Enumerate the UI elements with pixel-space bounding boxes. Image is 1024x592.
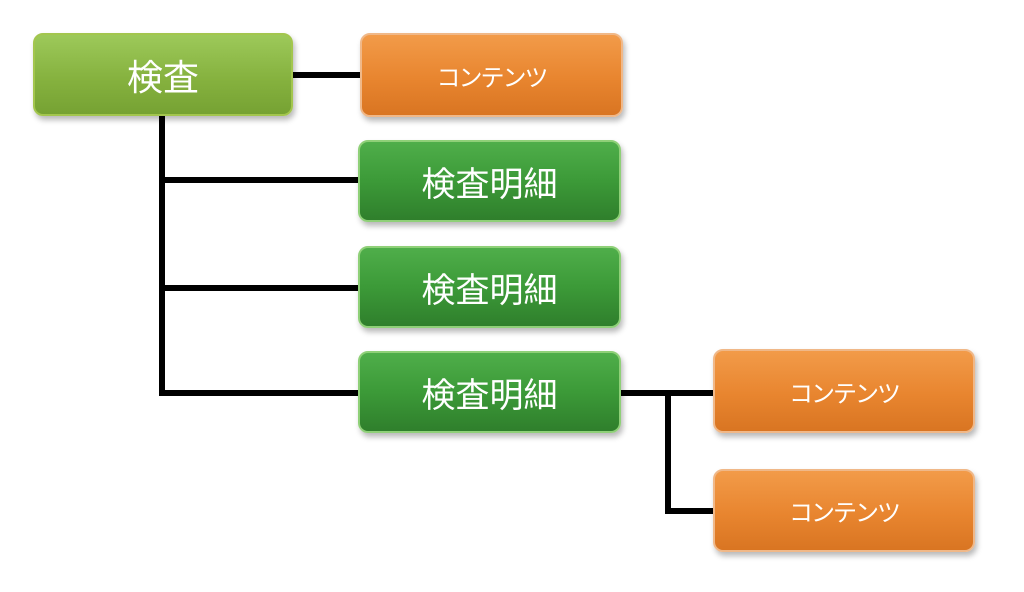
detail-node-1: 検査明細 xyxy=(358,140,621,222)
connector-detail-3-branch xyxy=(665,390,716,514)
detail-content-node-1: コンテンツ xyxy=(713,349,975,433)
detail-content-node-2: コンテンツ xyxy=(713,469,975,552)
root-content-node: コンテンツ xyxy=(360,33,623,117)
detail-node-3: 検査明細 xyxy=(358,351,621,433)
detail-node-2: 検査明細 xyxy=(358,246,621,328)
root-node-inspection: 検査 xyxy=(33,33,293,116)
